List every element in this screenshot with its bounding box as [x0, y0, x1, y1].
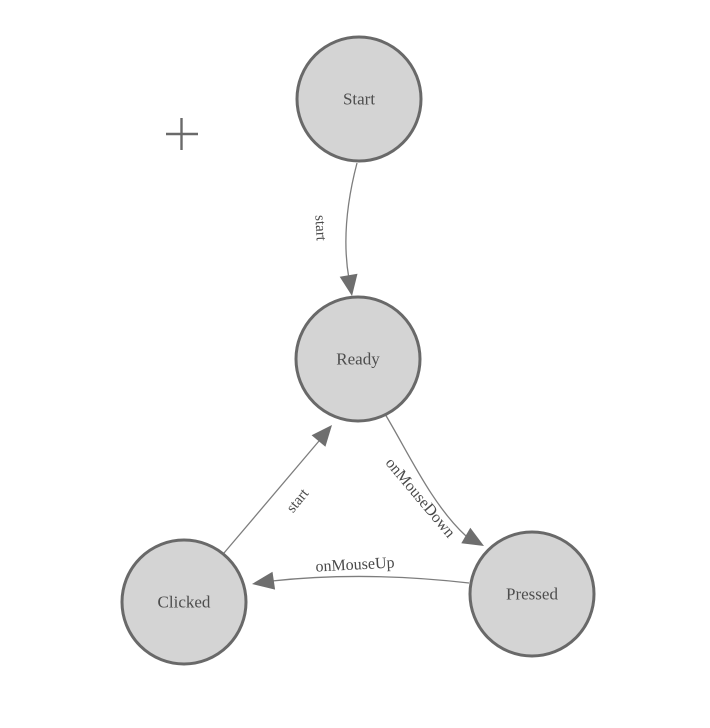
- edge-label-start-1[interactable]: start: [311, 215, 328, 242]
- state-node-start-label: Start: [343, 90, 375, 109]
- edge-pressed-to-clicked[interactable]: onMouseUp: [252, 554, 470, 590]
- edge-start-to-ready[interactable]: start: [311, 162, 358, 296]
- arrowhead-into-ready-top: [339, 273, 358, 296]
- crosshair-cursor: [166, 118, 198, 150]
- edge-label-start-2[interactable]: start: [284, 485, 313, 516]
- state-node-start-circle[interactable]: [295, 35, 423, 163]
- state-node-ready[interactable]: Ready: [294, 295, 422, 423]
- edge-ready-to-pressed-line[interactable]: [384, 413, 467, 537]
- state-node-start[interactable]: Start: [295, 35, 423, 163]
- state-node-pressed-circle[interactable]: [468, 530, 596, 658]
- edge-label-onmouseup[interactable]: onMouseUp: [315, 554, 395, 575]
- state-node-pressed[interactable]: Pressed: [468, 530, 596, 658]
- state-node-clicked[interactable]: Clicked: [120, 538, 248, 666]
- edge-label-onmousedown[interactable]: onMouseDown: [382, 455, 458, 542]
- arrowhead-into-clicked: [252, 571, 276, 590]
- state-node-pressed-label: Pressed: [506, 585, 558, 604]
- state-node-ready-circle[interactable]: [294, 295, 422, 423]
- edge-pressed-to-clicked-line[interactable]: [271, 575, 470, 584]
- edge-clicked-to-ready-line[interactable]: [223, 440, 320, 554]
- arrowhead-into-ready-bottom: [311, 425, 332, 447]
- arrowhead-into-pressed: [461, 527, 484, 546]
- edge-clicked-to-ready[interactable]: start: [223, 425, 332, 554]
- state-node-clicked-label: Clicked: [158, 593, 211, 612]
- edge-start-to-ready-line[interactable]: [345, 162, 358, 280]
- state-node-ready-label: Ready: [336, 350, 380, 369]
- edge-ready-to-pressed[interactable]: onMouseDown: [382, 413, 484, 546]
- state-node-clicked-circle[interactable]: [120, 538, 248, 666]
